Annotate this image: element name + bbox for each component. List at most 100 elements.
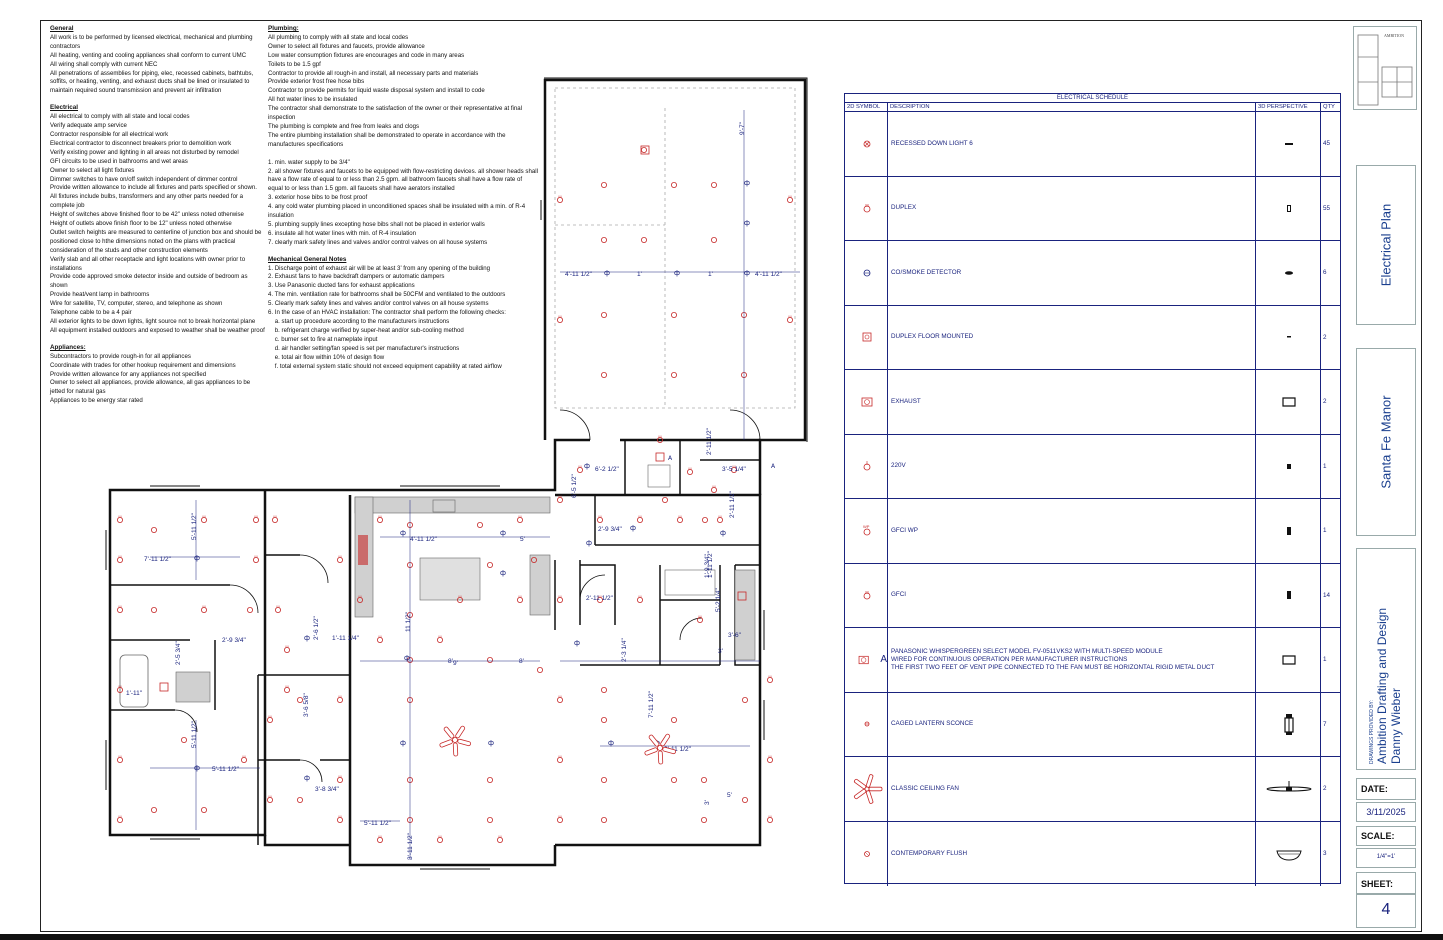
row-2d-symbol: A [845,628,888,692]
dimension-label: 6'-2 1/2" [595,466,619,473]
date-value-box: 3/11/2025 [1356,802,1416,822]
note-item: All wiring shall comply with current NEC [50,60,158,68]
recessed-light-icon [701,817,708,824]
switch-symbol-icon: ф [630,524,636,532]
duplex-outlet-icon [557,815,564,824]
row-2d-symbol [845,692,888,756]
note-item: 3. Use Panasonic ducted fans for exhaust… [268,282,415,290]
duplex-outlet-icon [117,605,124,614]
duplex-outlet-icon [200,515,207,524]
note-item: Owner to select all appliances, provide … [50,379,252,396]
row-2d-symbol [845,563,888,627]
note-item: 2. Exhaust fans to have backdraft damper… [268,273,445,281]
dimension-label: 5' [520,536,525,543]
recessed-light-icon [671,371,678,378]
note-item: Toilets to be 1.5 gpf [268,60,321,68]
row-description: GFCI [888,563,1256,627]
kitchen-counters [119,464,756,708]
dimension-label: 2'-9 3/4" [598,526,622,533]
dimension-label: 1'-11" [126,690,143,697]
duplex-outlet-icon [356,595,363,604]
header-2d-symbol: 2D SYMBOL [845,103,888,111]
switch-symbol-icon: ф [744,179,750,187]
panasonic-fan-3d-perspective-icon [1282,655,1296,665]
note-item: e. total air flow within 10% of design f… [268,353,385,361]
duplex-outlet-icon [597,515,604,524]
duplex-outlet-icon [496,835,503,844]
row-description: CONTEMPORARY FLUSH [888,821,1256,886]
duplex-outlet-icon [717,515,724,524]
recessed-light-icon [701,777,708,784]
duplex-outlet-icon [240,755,247,764]
recessed-light-icon [601,777,608,784]
svg-text:WP: WP [863,524,870,529]
note-item: 6. In the case of an HVAC installation: … [268,309,506,317]
dimension-label: 5'-11 1/2" [191,512,198,540]
row-3d-perspective [1256,692,1321,756]
flush-mount-3d-perspective-icon [1276,850,1302,861]
dimension-label: 8' [519,658,524,665]
project-name: Santa Fe Manor [1378,395,1394,489]
duplex-outlet-icon [252,555,259,564]
dimension-label: 7'-11 1/2" [648,690,655,718]
switch-symbol-icon: ф [304,634,310,642]
recessed-light-icon [150,607,157,614]
switch-symbol-icon: ф [604,269,610,277]
dimension-label: 3'-8 3/4" [315,786,339,793]
duplex-outlet-icon [283,645,290,654]
duplex-outlet-icon [252,515,259,524]
panasonic-fan-2d-symbol-icon [858,655,869,664]
lantern-sconce-3d-perspective-icon [1284,714,1294,736]
duplex-outlet-icon [117,515,124,524]
ceiling-fan-2d-symbol-icon [854,773,883,804]
switch-symbol-icon: ф [400,739,406,747]
note-item: Contractor to provide permits for liquid… [268,87,485,95]
note-item: 3. exterior hose bibs to be frost proof [268,194,368,202]
duplex-outlet-icon [266,795,273,804]
exhaust-fan-icon [655,452,665,462]
note-item: Subcontractors to provide rough-in for a… [50,352,191,360]
note-item: Height of switches above finished floor … [50,211,244,219]
note-heading: Plumbing: [268,25,299,32]
duplex-outlet-icon [577,465,584,473]
duplex-outlet-icon [787,315,794,323]
sheet-border [40,20,1422,932]
recessed-light-icon [531,557,538,564]
sheet-label: SHEET: [1361,879,1394,889]
dimension-labels: 9'-7"4'-11 1/2"1'1'4'-11 1/2"6'-2 1/2"2'… [126,121,783,860]
row-3d-perspective [1256,757,1321,821]
switch-symbol-icon: ф [194,554,200,562]
row-3d-perspective [1256,563,1321,627]
title-block-sheet-title: Electrical Plan [1356,165,1416,325]
note-heading: Mechanical General Notes [268,255,347,263]
dimension-label: 2'-5 3/4" [175,641,182,665]
general-notes-middle: Plumbing:All plumbing to comply with all… [268,25,538,371]
recessed-light-icon [671,311,678,318]
recessed-light-icon [671,181,678,188]
note-item: 7. clearly mark safety lines and valves … [268,238,488,246]
switch-symbol-icon: ф [586,539,592,547]
note-item: All electrical to comply with all state … [50,113,190,121]
row-2d-symbol [845,176,888,240]
note-item: c. burner set to fire at nameplate input [268,335,378,343]
sheet-number: 4 [1381,901,1391,918]
firm-info: DRAWINGS PROVIDED BY: Ambition Drafting … [1369,554,1403,764]
recessed-light-icon [742,797,749,804]
dimension-label: 5'-11 1/2" [191,720,198,748]
duplex-outlet-icon [517,515,524,524]
switch-symbol-icon: ф [488,739,494,747]
duplex-outlet-icon [697,615,704,624]
dimension-label: 4'-11 1/2" [410,536,438,543]
row-3d-perspective [1256,499,1321,563]
ceiling-fan-icon [439,725,471,757]
duplex-outlet-icon [637,595,644,604]
smoke-detector-3d-perspective-icon [1285,270,1293,275]
duplex-outlet-icon [376,835,383,844]
duplex-outlet-icon [117,685,124,694]
duplex-outlet-icon [283,685,290,694]
description-line: DUPLEX [891,204,917,212]
logo-text: AMBITION [1384,33,1404,38]
